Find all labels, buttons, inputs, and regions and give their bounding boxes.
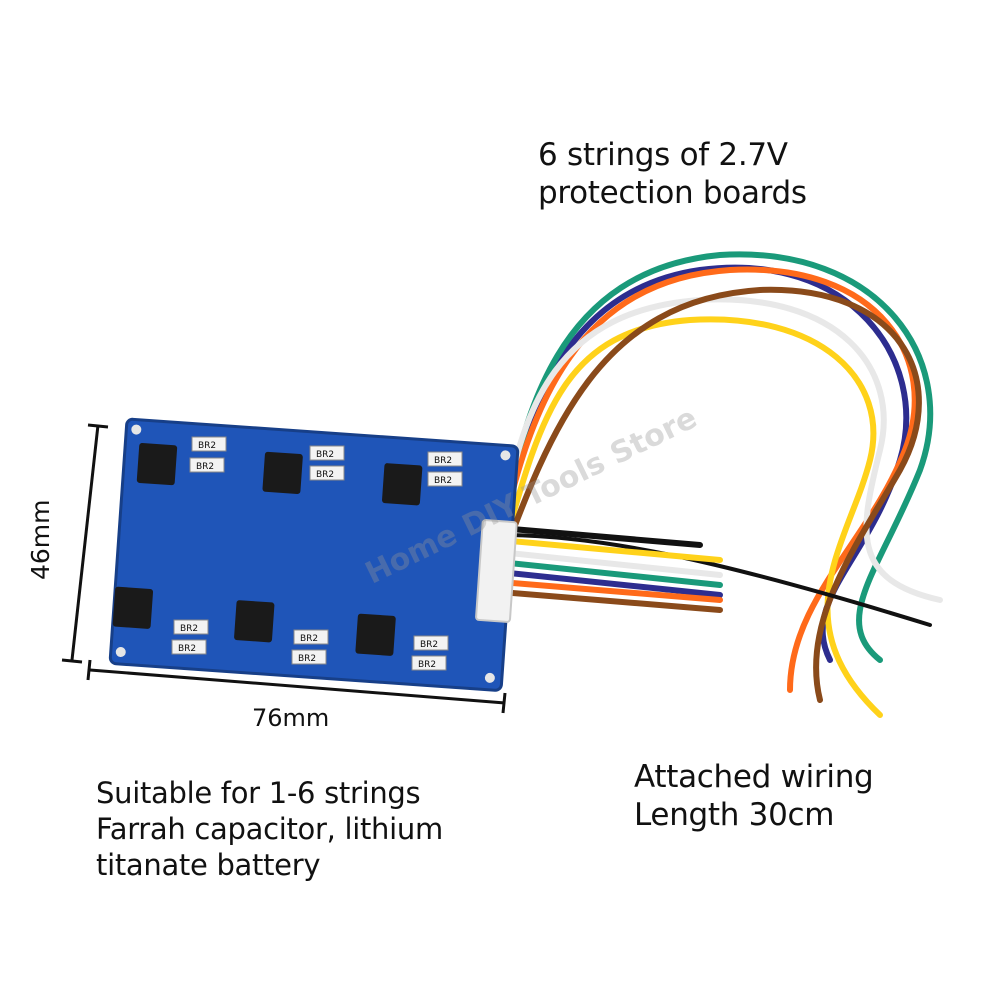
suitable-line-1: Suitable for 1-6 strings: [96, 776, 421, 810]
resistor-label: BR2: [196, 462, 214, 472]
wire-yellow: [497, 316, 883, 718]
wiring-line-2: Length 30cm: [634, 797, 835, 833]
wire-white: [497, 296, 943, 603]
resistor-label: BR2: [178, 644, 196, 654]
height-dimension-label: 46mm: [26, 499, 55, 580]
wire-run: [497, 525, 723, 613]
suitable-line-2: Farrah capacitor, lithium: [96, 812, 443, 846]
wire-brown: [497, 286, 922, 703]
resistor-label: BR2: [300, 634, 318, 644]
title-caption: 6 strings of 2.7V protection boards: [538, 136, 807, 212]
pcb-resistors: BR2 BR2 BR2 BR2 BR2 BR2 BR2 BR2 BR2 BR2 …: [171, 436, 463, 671]
title-line-1: 6 strings of 2.7V: [538, 137, 788, 173]
width-dimension-label: 76mm: [252, 704, 330, 732]
resistor-label: BR2: [316, 470, 334, 480]
resistor-label: BR2: [418, 660, 436, 670]
resistor-label: BR2: [434, 476, 452, 486]
suitable-line-3: titanate battery: [96, 848, 321, 882]
resistor-label: BR2: [298, 654, 316, 664]
resistor-label: BR2: [198, 441, 216, 451]
suitable-caption: Suitable for 1-6 strings Farrah capacito…: [96, 775, 443, 883]
resistor-label: BR2: [420, 640, 438, 650]
wire-orange: [497, 266, 918, 693]
dimension-markers: [61, 423, 507, 714]
wiring-caption: Attached wiring Length 30cm: [634, 758, 874, 834]
wiring-line-1: Attached wiring: [634, 759, 874, 795]
resistor-label: BR2: [180, 624, 198, 634]
wire-bundle: [497, 251, 943, 718]
resistor-label: BR2: [316, 450, 334, 460]
pcb-board: [108, 417, 520, 692]
title-line-2: protection boards: [538, 175, 807, 211]
resistor-label: BR2: [434, 456, 452, 466]
